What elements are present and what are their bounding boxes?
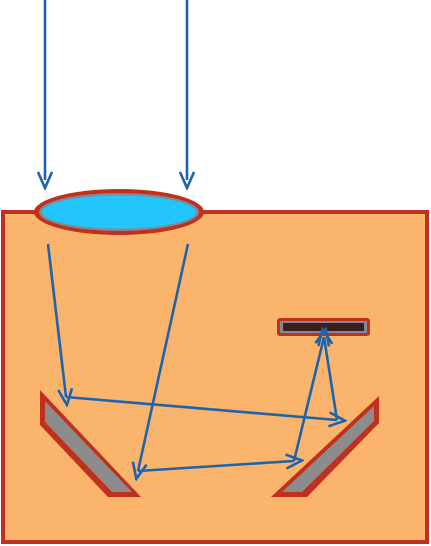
ray-mirror-right-to-detector-bottom [292, 337, 324, 462]
mirror-left [40, 390, 141, 497]
ray-mirror-left-to-mirror-right-bottom [137, 461, 294, 473]
ray-lens-to-mirror-left-bottom [138, 243, 190, 471]
lens [34, 189, 204, 235]
housing-box [1, 210, 429, 544]
ray-mirror-left-to-mirror-right [65, 395, 337, 420]
ray-mirror-right-to-detector [324, 337, 339, 421]
detector [277, 318, 370, 336]
ray-lens-to-mirror-left [46, 243, 66, 397]
mirror-right [271, 396, 379, 497]
